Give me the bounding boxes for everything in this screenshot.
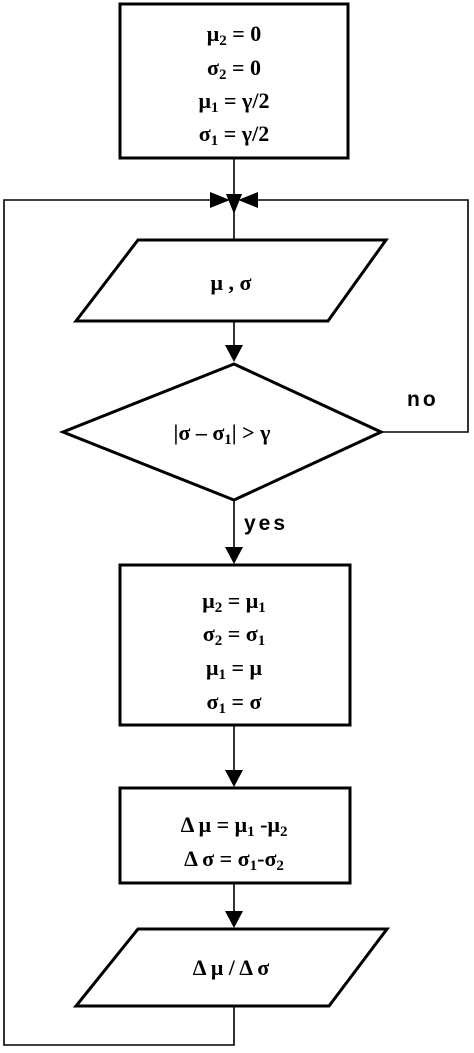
update-arrow-head — [225, 547, 243, 564]
update-line-sigma2: σ2 = σ1 — [203, 621, 265, 649]
main-loop-arrow-head — [210, 192, 230, 208]
output-label: Δ μ / Δ σ — [193, 955, 270, 980]
input-parallelogram: μ , σ — [72, 238, 389, 323]
output-parallelogram: Δ μ / Δ σ — [72, 927, 391, 1008]
init-line-mu2: μ2 = 0 — [207, 21, 262, 49]
edge-no-loop — [256, 199, 469, 433]
delta-arrow-head — [225, 770, 243, 787]
delta-box: Δ μ = μ1 -μ2 Δ σ = σ1-σ2 — [118, 786, 352, 885]
delta-mu-line: Δ μ = μ1 -μ2 — [181, 812, 288, 840]
decision-diamond: |σ – σ1| > γ — [58, 362, 385, 502]
decision-arrow-head — [225, 345, 243, 362]
connectors — [3, 158, 469, 1046]
init-box: μ2 = 0 σ2 = 0 μ1 = γ/2 σ1 = γ/2 — [118, 2, 350, 160]
edge-main-loop — [3, 199, 235, 1046]
delta-sigma-line: Δ σ = σ1-σ2 — [184, 846, 284, 874]
update-line-sigma1: σ1 = σ — [207, 689, 262, 717]
update-line-mu2: μ2 = μ1 — [202, 588, 266, 616]
no-label: no — [407, 388, 439, 411]
no-loop-arrow-head — [238, 192, 258, 208]
init-line-sigma2: σ2 = 0 — [207, 55, 261, 83]
init-line-sigma1: σ1 = γ/2 — [199, 121, 269, 149]
decision-label: |σ – σ1| > γ — [174, 420, 271, 448]
yes-label: yes — [244, 512, 288, 535]
update-line-mu1: μ1 = μ — [206, 655, 263, 683]
input-label: μ , σ — [211, 270, 252, 295]
output-arrow-head — [225, 911, 243, 928]
update-box: μ2 = μ1 σ2 = σ1 μ1 = μ σ1 = σ — [118, 563, 352, 727]
init-line-mu1: μ1 = γ/2 — [199, 88, 270, 116]
